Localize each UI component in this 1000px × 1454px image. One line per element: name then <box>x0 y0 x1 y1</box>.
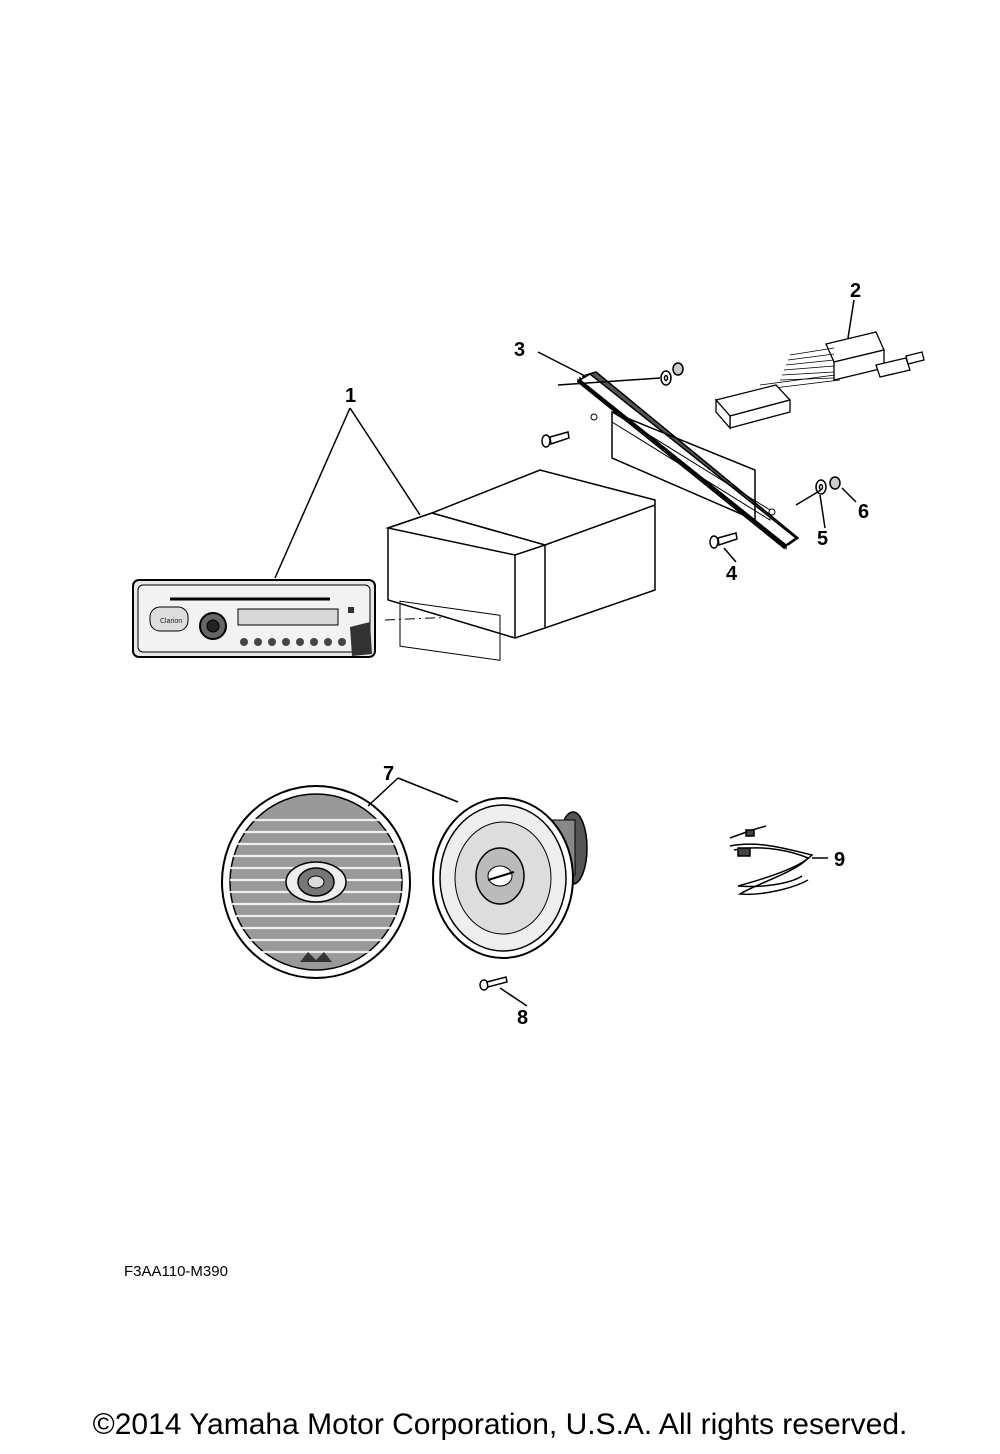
speaker <box>432 797 588 959</box>
callout-3: 3 <box>514 339 525 361</box>
washer-lower <box>815 479 827 495</box>
callout-6: 6 <box>858 501 869 523</box>
speaker-grille <box>221 785 411 979</box>
callout-9: 9 <box>834 849 845 871</box>
callout-1: 1 <box>345 385 356 407</box>
screw-lower <box>709 532 738 549</box>
nut-lower <box>829 476 841 490</box>
nut-upper <box>672 362 684 376</box>
callout-5: 5 <box>817 528 828 550</box>
washer-upper <box>660 370 672 386</box>
callout-8: 8 <box>517 1007 528 1029</box>
speaker-screw <box>479 976 508 991</box>
diagram-code: F3AA110-M390 <box>124 1263 228 1280</box>
mounting-sleeve <box>385 469 656 661</box>
screw-upper <box>541 431 570 448</box>
radio-brand-text: Clarion <box>160 618 182 625</box>
leader-lines <box>274 299 857 1007</box>
speaker-wire <box>729 825 814 896</box>
face-plate <box>577 371 800 550</box>
wire-harness <box>714 331 925 430</box>
callout-7: 7 <box>383 763 394 785</box>
callout-4: 4 <box>726 563 738 585</box>
copyright-notice: ©2014 Yamaha Motor Corporation, U.S.A. A… <box>92 1408 908 1441</box>
callout-2: 2 <box>850 280 861 302</box>
radio-head-unit <box>132 579 456 658</box>
